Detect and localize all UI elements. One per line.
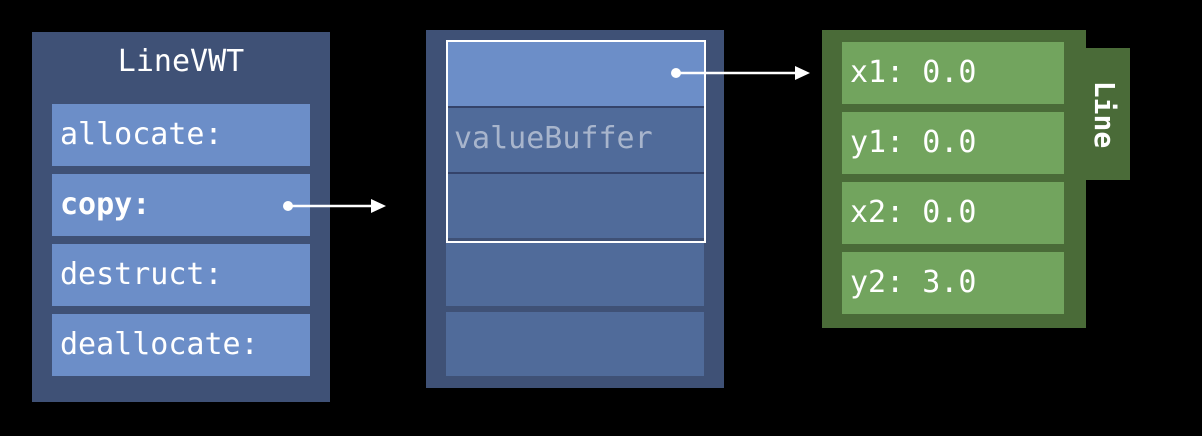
vwt-entry-deallocate: deallocate:	[52, 314, 310, 376]
copy-arrow	[283, 199, 386, 213]
vwt-title: LineVWT	[117, 44, 245, 79]
vwt-entry-allocate: allocate:	[52, 104, 310, 166]
existential-container: valueBuffer	[426, 30, 724, 388]
line-field-y1: y1: 0.0	[842, 112, 1064, 174]
line-field-x1: x1: 0.0	[842, 42, 1064, 104]
buffer-arrow-head	[795, 66, 810, 80]
line-field-x2: x2: 0.0	[842, 182, 1064, 244]
container-cell-5	[446, 312, 704, 376]
container-cell-3	[446, 174, 704, 238]
line-struct: x1: 0.0 y1: 0.0 x2: 0.0 y2: 3.0	[822, 30, 1086, 328]
container-divider	[446, 172, 704, 174]
value-witness-table: LineVWT allocate: copy: destruct: deallo…	[32, 32, 330, 402]
container-cell-2	[446, 108, 704, 172]
value-buffer-outline	[446, 40, 706, 243]
container-cell-4	[446, 242, 704, 306]
copy-arrow-head	[371, 199, 386, 213]
line-field-y2: y2: 3.0	[842, 252, 1064, 314]
value-buffer-label: valueBuffer	[454, 121, 653, 156]
container-divider	[446, 106, 704, 108]
vwt-entry-copy: copy:	[52, 174, 310, 236]
vwt-entry-destruct: destruct:	[52, 244, 310, 306]
buffer-arrow	[671, 66, 810, 80]
container-cell-1	[446, 42, 704, 106]
line-tab	[1080, 48, 1130, 180]
